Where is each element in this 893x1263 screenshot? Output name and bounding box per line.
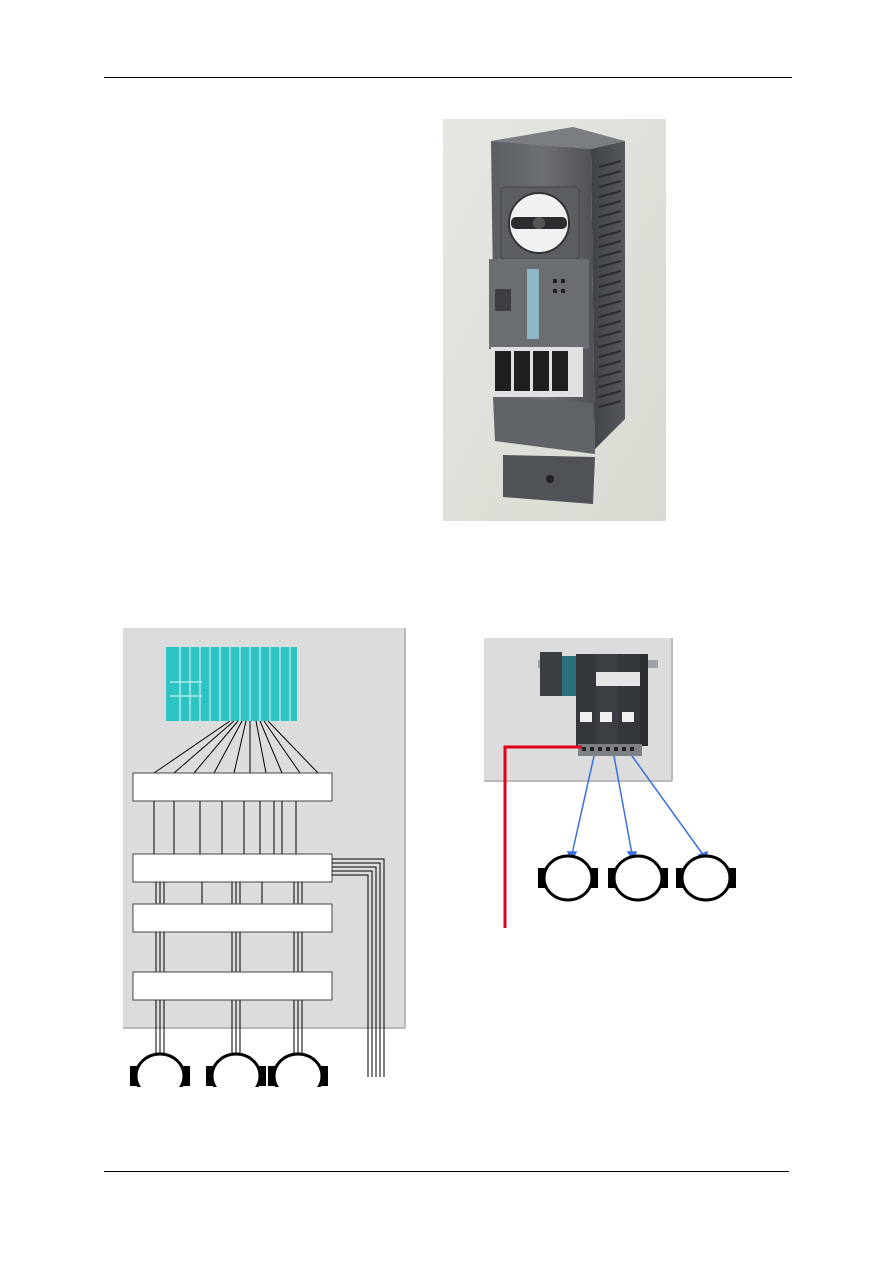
status-strip xyxy=(527,269,539,339)
wiring-block-3 xyxy=(132,903,333,933)
footer-rule xyxy=(104,1171,789,1172)
bus-cable xyxy=(503,745,582,928)
motor-starter-group xyxy=(538,652,658,756)
distributed-wiring-diagram xyxy=(484,638,736,928)
wiring-block-4 xyxy=(132,971,333,1001)
motor-icon xyxy=(676,854,736,902)
conventional-wiring-diagram xyxy=(123,628,406,1087)
vent-slots xyxy=(598,160,622,408)
motor-icon xyxy=(608,854,668,902)
header-rule xyxy=(104,77,792,78)
motor-icon xyxy=(130,1052,190,1087)
motor-icon xyxy=(538,854,598,902)
product-photo xyxy=(443,119,666,521)
wiring-block-1 xyxy=(132,772,333,802)
motor-icon xyxy=(206,1052,266,1087)
motor-icon xyxy=(268,1052,328,1087)
power-terminals xyxy=(491,347,583,397)
wiring-block-2 xyxy=(132,853,333,883)
plc-rack xyxy=(166,647,297,721)
